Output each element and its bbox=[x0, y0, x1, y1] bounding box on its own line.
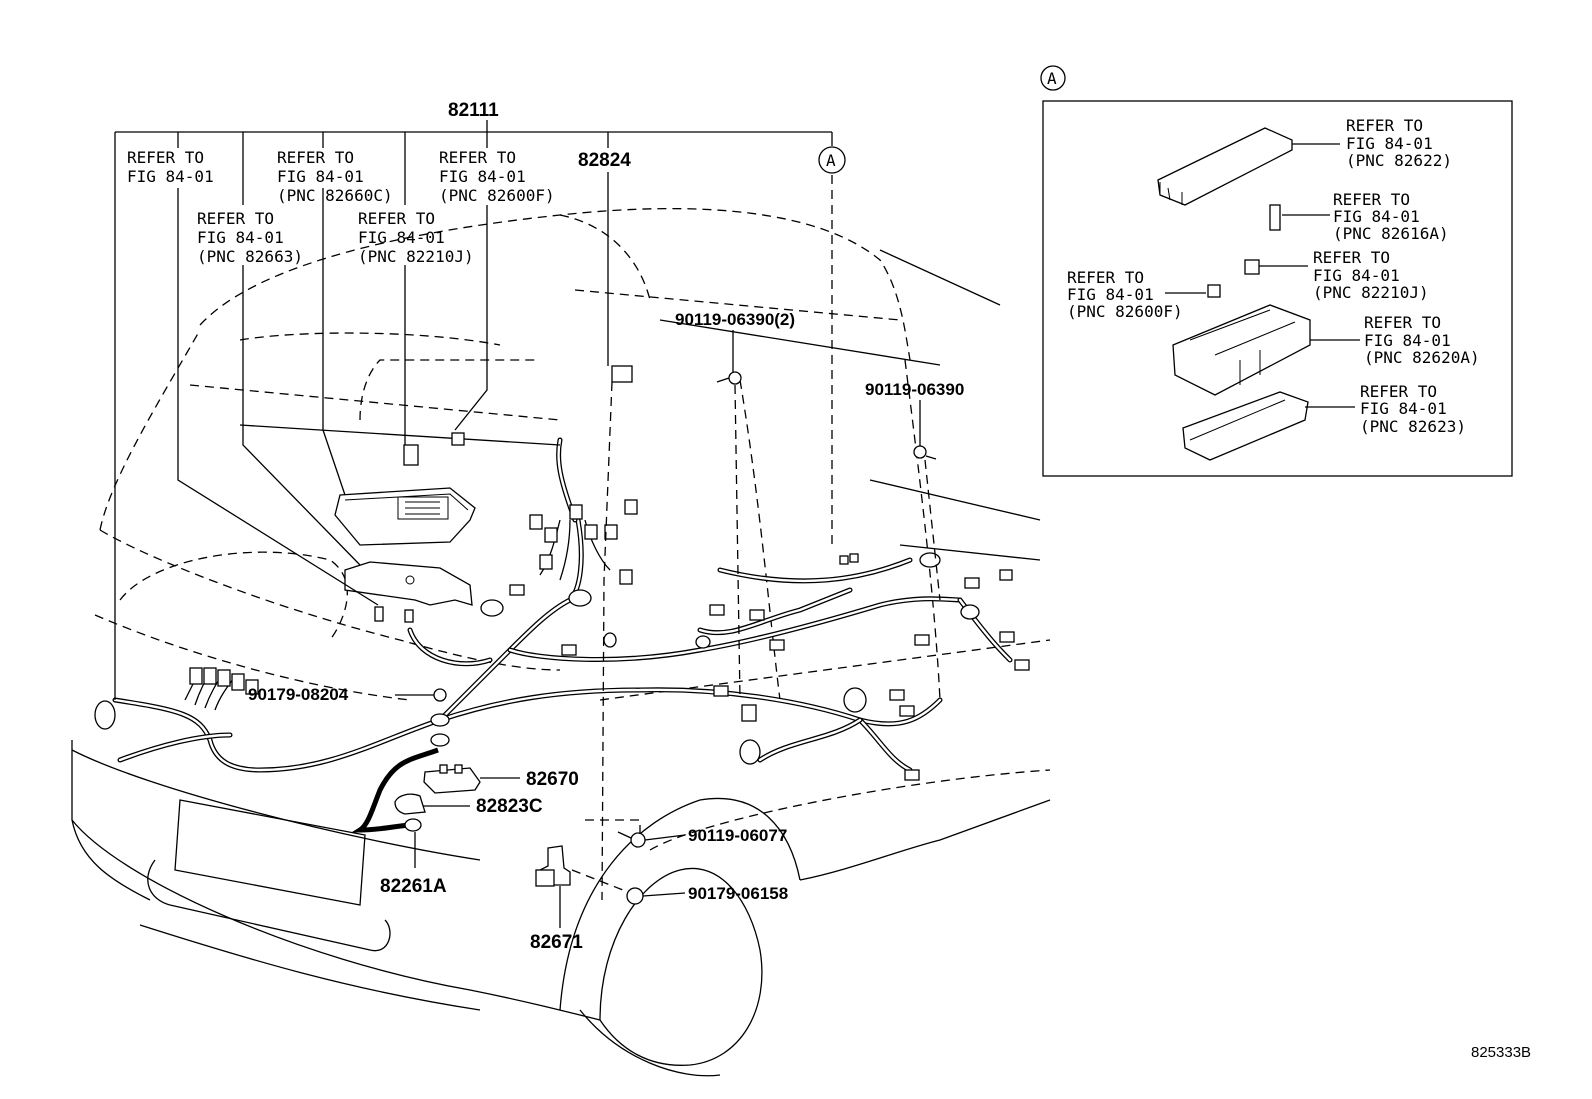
refer-label-1-line2: FIG 84-01 bbox=[127, 167, 214, 186]
block-cover-upper bbox=[1157, 127, 1293, 206]
inset-callout-label: A bbox=[1047, 69, 1057, 88]
inset-label-82616a-line2: FIG 84-01 bbox=[1333, 207, 1420, 226]
inset-label-82620a-line2: FIG 84-01 bbox=[1364, 331, 1451, 350]
inset-label-82616a-line3: (PNC 82616A) bbox=[1333, 224, 1449, 243]
refer-label-1-line1: REFER TO bbox=[127, 148, 204, 167]
bolt-number-90119-06390-2: 90119-06390(2) bbox=[675, 310, 795, 329]
refer-label-5-line2: FIG 84-01 bbox=[439, 167, 526, 186]
part-number-82670: 82670 bbox=[526, 769, 579, 790]
sensor-bracket bbox=[535, 845, 571, 887]
leader-lines bbox=[114, 120, 941, 928]
bolt-number-90119-06390: 90119-06390 bbox=[865, 380, 964, 399]
part-number-82111: 82111 bbox=[448, 100, 499, 121]
inset-label-82600f-line3: (PNC 82600F) bbox=[1067, 302, 1183, 321]
refer-label-4-line2: FIG 84-01 bbox=[358, 228, 445, 247]
refer-label-2-line3: (PNC 82663) bbox=[197, 247, 303, 266]
bolt-number-90119-06077: 90119-06077 bbox=[688, 826, 787, 845]
junction-block-body bbox=[1172, 304, 1311, 396]
inset-label-82210j-line3: (PNC 82210J) bbox=[1313, 283, 1429, 302]
part-number-82823c: 82823C bbox=[476, 796, 543, 817]
inset-label-82600f-line1: REFER TO bbox=[1067, 268, 1144, 287]
inset-label-82210j-line2: FIG 84-01 bbox=[1313, 266, 1400, 285]
inset-label-82623-line3: (PNC 82623) bbox=[1360, 417, 1466, 436]
inset-frame bbox=[1042, 100, 1513, 477]
refer-label-3-line1: REFER TO bbox=[277, 148, 354, 167]
refer-label-3-line3: (PNC 82660C) bbox=[277, 186, 393, 205]
diagram-id: 825333B bbox=[1471, 1044, 1531, 1061]
harness-connectors bbox=[189, 365, 1030, 781]
nut-number-90179-06158: 90179-06158 bbox=[688, 884, 788, 903]
inset-label-82623-line2: FIG 84-01 bbox=[1360, 399, 1447, 418]
inset-label-82622-line2: FIG 84-01 bbox=[1346, 134, 1433, 153]
inset-label-82620a-line1: REFER TO bbox=[1364, 313, 1441, 332]
refer-label-5-line1: REFER TO bbox=[439, 148, 516, 167]
fusible-link-block bbox=[423, 764, 481, 794]
nut-number-90179-08204: 90179-08204 bbox=[248, 685, 349, 704]
refer-label-4-line1: REFER TO bbox=[358, 209, 435, 228]
part-number-82671: 82671 bbox=[530, 932, 583, 953]
junction-block bbox=[334, 487, 476, 546]
inset-label-82616a-line1: REFER TO bbox=[1333, 190, 1410, 209]
callout-a-label: A bbox=[826, 151, 836, 170]
fuse-icon bbox=[1269, 204, 1281, 231]
inset-label-82210j-line1: REFER TO bbox=[1313, 248, 1390, 267]
refer-label-3-line2: FIG 84-01 bbox=[277, 167, 364, 186]
inset-callout-marker bbox=[1040, 65, 1066, 91]
block-cover-lower bbox=[1182, 391, 1309, 461]
fusible-link-cover bbox=[394, 793, 426, 815]
inset-label-82622-line3: (PNC 82622) bbox=[1346, 151, 1452, 170]
bolts bbox=[430, 371, 937, 905]
block-bracket bbox=[344, 561, 473, 623]
inset-label-82620a-line3: (PNC 82620A) bbox=[1364, 348, 1480, 367]
callout-a-marker bbox=[818, 146, 846, 174]
part-number-82824: 82824 bbox=[578, 150, 631, 171]
inset-label-82623-line1: REFER TO bbox=[1360, 382, 1437, 401]
relay-icon bbox=[1244, 259, 1260, 275]
refer-label-2-line2: FIG 84-01 bbox=[197, 228, 284, 247]
grommets bbox=[94, 552, 980, 765]
part-number-82261a: 82261A bbox=[380, 876, 447, 897]
small-relay-icon bbox=[1207, 284, 1221, 298]
battery-cable bbox=[351, 747, 439, 868]
refer-label-4-line3: (PNC 82210J) bbox=[358, 247, 474, 266]
main-wire-harness bbox=[112, 424, 1013, 773]
refer-label-2-line1: REFER TO bbox=[197, 209, 274, 228]
inset-label-82622-line1: REFER TO bbox=[1346, 116, 1423, 135]
inset-label-82600f-line2: FIG 84-01 bbox=[1067, 285, 1154, 304]
inset-a: A bbox=[1040, 65, 1513, 477]
refer-label-5-line3: (PNC 82600F) bbox=[439, 186, 555, 205]
